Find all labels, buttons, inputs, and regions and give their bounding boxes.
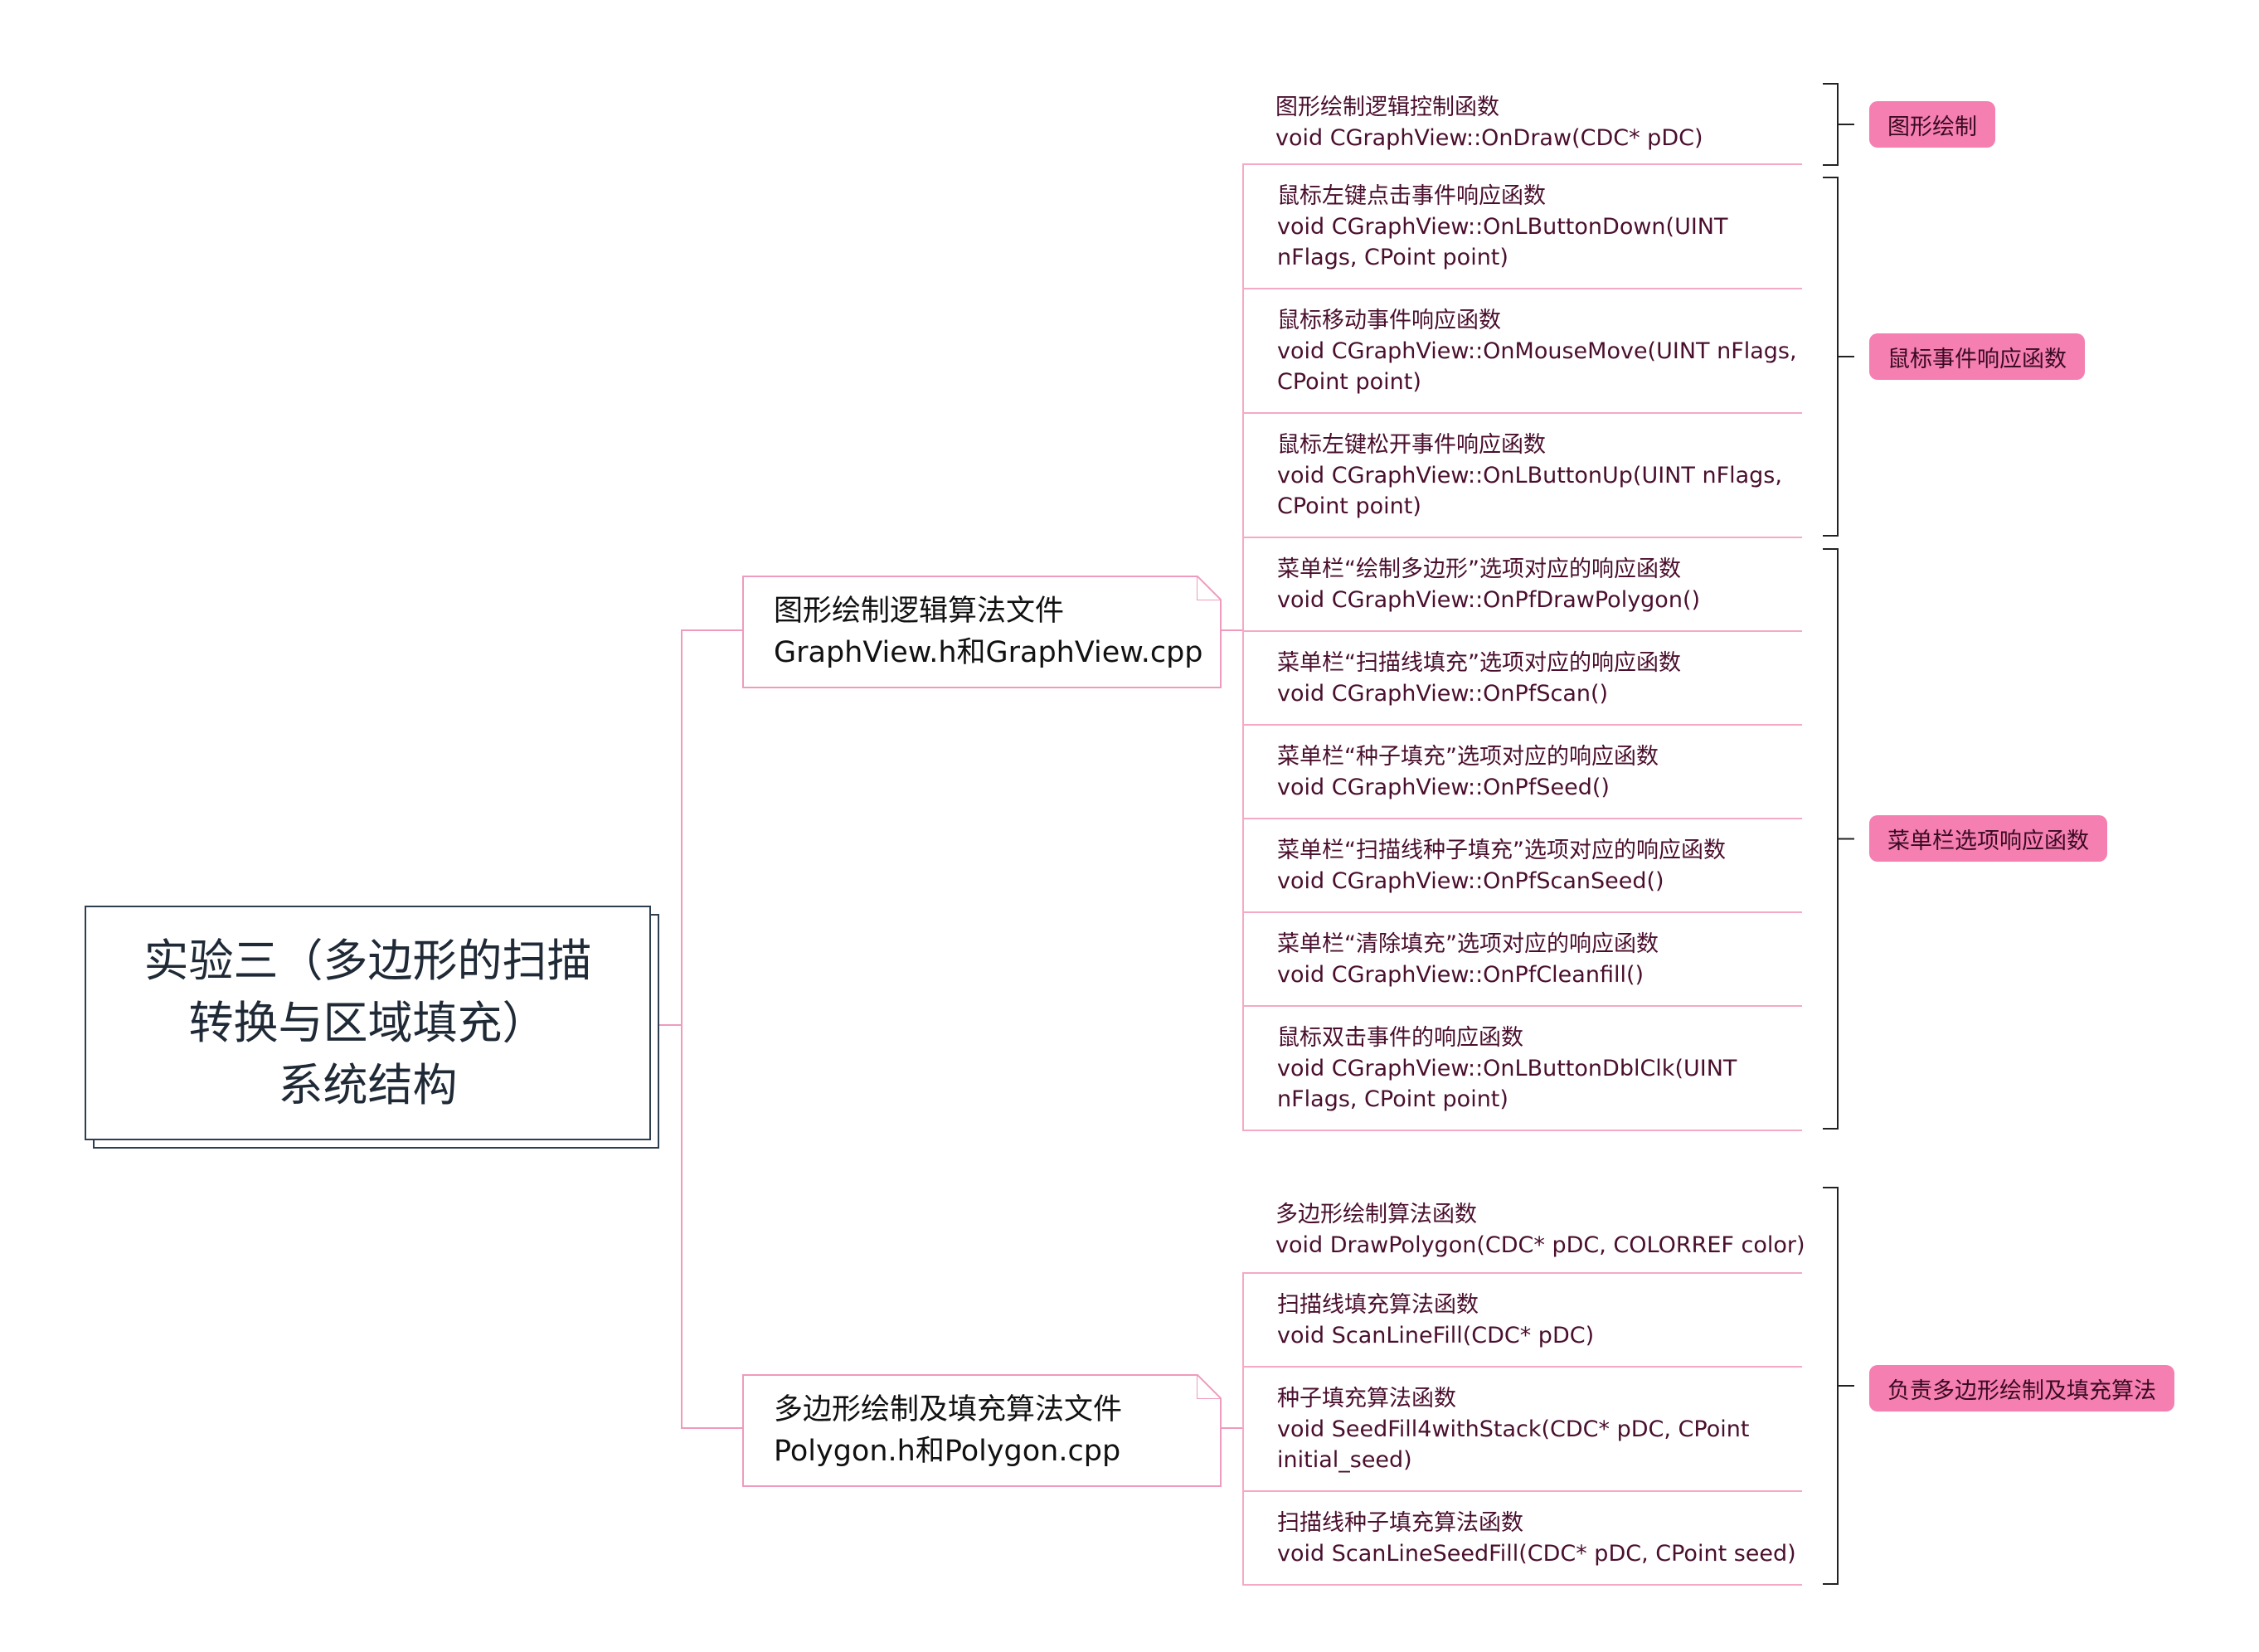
leaf-description: 多边形绘制算法函数 xyxy=(1275,1202,1477,1227)
leaf-scanlinefill[interactable]: 扫描线填充算法函数 void ScanLineFill(CDC* pDC) xyxy=(1242,1274,1802,1368)
leaf-signature-cont: CPoint point) xyxy=(1277,493,1421,519)
leaf-description: 扫描线填充算法函数 xyxy=(1277,1291,1479,1318)
leaf-signature-cont: CPoint point) xyxy=(1277,368,1421,395)
leaf-description: 鼠标左键松开事件响应函数 xyxy=(1277,431,1546,458)
leaf-signature: void CGraphView::OnLButtonUp(UINT nFlags… xyxy=(1277,462,1782,488)
summary-bracket-polygon xyxy=(1823,1187,1839,1585)
leaf-ondraw[interactable]: 图形绘制逻辑控制函数 void CGraphView::OnDraw(CDC* … xyxy=(1242,81,1802,165)
leaf-signature: void CGraphView::OnDraw(CDC* pDC) xyxy=(1275,124,1703,151)
leaf-signature: void CGraphView::OnLButtonDblClk(UINT xyxy=(1277,1055,1737,1081)
leaf-drawpolygon[interactable]: 多边形绘制算法函数 void DrawPolygon(CDC* pDC, COL… xyxy=(1242,1188,1805,1274)
leaf-signature: void CGraphView::OnMouseMove(UINT nFlags… xyxy=(1277,338,1797,364)
leaf-signature: void CGraphView::OnPfScanSeed() xyxy=(1277,867,1664,894)
leaf-description: 菜单栏“种子填充”选项对应的响应函数 xyxy=(1277,743,1659,770)
file-node-filename: Polygon.h和Polygon.cpp xyxy=(774,1435,1121,1468)
leaf-signature-cont: nFlags, CPoint point) xyxy=(1277,244,1508,270)
leaf-onpfdrawpolygon[interactable]: 菜单栏“绘制多边形”选项对应的响应函数 void CGraphView::OnP… xyxy=(1242,538,1802,632)
leaf-signature: void CGraphView::OnPfCleanfill() xyxy=(1277,961,1644,988)
root-title: 实验三（多边形的扫描 转换与区域填充） 系统结构 xyxy=(143,935,592,1111)
leaf-description: 种子填充算法函数 xyxy=(1277,1385,1456,1411)
leaf-description: 图形绘制逻辑控制函数 xyxy=(1275,94,1499,120)
leaf-description: 鼠标移动事件响应函数 xyxy=(1277,307,1501,333)
summary-label-polygon-algorithms[interactable]: 负责多边形绘制及填充算法 xyxy=(1869,1365,2174,1411)
leaf-signature: void CGraphView::OnPfSeed() xyxy=(1277,774,1610,800)
connector-root-to-file2 xyxy=(681,1025,742,1429)
file-node-filename: GraphView.h和GraphView.cpp xyxy=(774,636,1203,669)
leaf-signature-cont: nFlags, CPoint point) xyxy=(1277,1086,1508,1112)
leaf-description: 菜单栏“绘制多边形”选项对应的响应函数 xyxy=(1277,556,1681,582)
summary-bracket-menu xyxy=(1823,548,1839,1130)
summary-label-menu-handlers[interactable]: 菜单栏选项响应函数 xyxy=(1869,815,2107,862)
file-node-title: 多边形绘制及填充算法文件 xyxy=(774,1393,1123,1426)
leaf-signature-cont: initial_seed) xyxy=(1277,1446,1412,1473)
leaf-scanlineseedfill[interactable]: 扫描线种子填充算法函数 void ScanLineSeedFill(CDC* p… xyxy=(1242,1492,1802,1586)
file-node-polygon[interactable]: 多边形绘制及填充算法文件 Polygon.h和Polygon.cpp xyxy=(742,1374,1222,1487)
leaf-onmousemove[interactable]: 鼠标移动事件响应函数 void CGraphView::OnMouseMove(… xyxy=(1242,289,1802,414)
leaf-onlbuttonup[interactable]: 鼠标左键松开事件响应函数 void CGraphView::OnLButtonU… xyxy=(1242,414,1802,538)
leaf-onpfcleanfill[interactable]: 菜单栏“清除填充”选项对应的响应函数 void CGraphView::OnPf… xyxy=(1242,913,1802,1007)
leaf-signature: void SeedFill4withStack(CDC* pDC, CPoint xyxy=(1277,1416,1750,1442)
connector-root-to-file1 xyxy=(651,629,742,1026)
leaf-onpfscan[interactable]: 菜单栏“扫描线填充”选项对应的响应函数 void CGraphView::OnP… xyxy=(1242,632,1802,726)
file-node-title: 图形绘制逻辑算法文件 xyxy=(774,595,1065,628)
leaf-signature: void CGraphView::OnPfScan() xyxy=(1277,680,1609,707)
summary-label-drawing[interactable]: 图形绘制 xyxy=(1869,101,1995,148)
leaf-signature: void ScanLineSeedFill(CDC* pDC, CPoint s… xyxy=(1277,1540,1796,1567)
leaf-description: 鼠标左键点击事件响应函数 xyxy=(1277,182,1546,209)
leaf-onlbuttondown[interactable]: 鼠标左键点击事件响应函数 void CGraphView::OnLButtonD… xyxy=(1242,165,1802,289)
summary-label-mouse-events[interactable]: 鼠标事件响应函数 xyxy=(1869,333,2085,380)
leaf-description: 鼠标双击事件的响应函数 xyxy=(1277,1024,1523,1051)
leaf-onpfseed[interactable]: 菜单栏“种子填充”选项对应的响应函数 void CGraphView::OnPf… xyxy=(1242,726,1802,819)
leaf-onpfscanseed[interactable]: 菜单栏“扫描线种子填充”选项对应的响应函数 void CGraphView::O… xyxy=(1242,819,1802,913)
leaf-seedfill4withstack[interactable]: 种子填充算法函数 void SeedFill4withStack(CDC* pD… xyxy=(1242,1368,1802,1492)
leaf-description: 菜单栏“清除填充”选项对应的响应函数 xyxy=(1277,930,1659,957)
leaf-onlbuttondblclk[interactable]: 鼠标双击事件的响应函数 void CGraphView::OnLButtonDb… xyxy=(1242,1007,1802,1131)
file-node-graphview[interactable]: 图形绘制逻辑算法文件 GraphView.h和GraphView.cpp xyxy=(742,576,1222,688)
root-node[interactable]: 实验三（多边形的扫描 转换与区域填充） 系统结构 xyxy=(85,906,651,1140)
leaf-description: 扫描线种子填充算法函数 xyxy=(1277,1509,1523,1536)
leaf-description: 菜单栏“扫描线种子填充”选项对应的响应函数 xyxy=(1277,837,1726,863)
leaf-signature: void CGraphView::OnPfDrawPolygon() xyxy=(1277,586,1701,613)
folded-corner-icon xyxy=(1197,576,1222,600)
leaf-description: 菜单栏“扫描线填充”选项对应的响应函数 xyxy=(1277,649,1681,676)
leaf-signature: void CGraphView::OnLButtonDown(UINT xyxy=(1277,213,1728,240)
folded-corner-icon xyxy=(1197,1374,1222,1399)
leaf-signature: void DrawPolygon(CDC* pDC, COLORREF colo… xyxy=(1275,1232,1805,1258)
summary-bracket-drawing xyxy=(1823,83,1839,166)
summary-bracket-mouse xyxy=(1823,177,1839,537)
leaf-signature: void ScanLineFill(CDC* pDC) xyxy=(1277,1322,1595,1348)
